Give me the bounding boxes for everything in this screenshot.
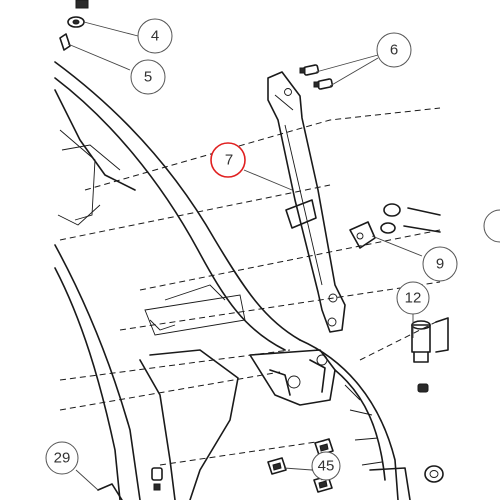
callout-5: 5 [130, 59, 166, 95]
callout-9: 9 [422, 246, 458, 282]
callout-12-label: 12 [405, 290, 422, 307]
callout-45-label: 45 [318, 458, 335, 475]
callout-12: 12 [396, 281, 430, 315]
callout-4-label: 4 [151, 28, 159, 45]
callout-partial-right [483, 209, 500, 243]
lower-engine-mount [249, 339, 411, 500]
callout-6: 6 [376, 32, 412, 68]
callout-7: 7 [210, 142, 246, 178]
part-12-mount [411, 317, 449, 393]
callout-4: 4 [137, 18, 173, 54]
part-29-hardware [97, 465, 444, 500]
callout-6-label: 6 [390, 42, 398, 59]
callout-7-label: 7 [225, 152, 233, 169]
callout-45: 45 [311, 451, 341, 481]
frame-main-tube [54, 61, 301, 500]
top-hardware [59, 0, 89, 51]
callout-29-label: 29 [54, 450, 71, 467]
callout-9-label: 9 [436, 256, 444, 273]
part-9-bracket [349, 203, 441, 249]
part-45-plates [267, 438, 334, 493]
assembly-guide-lines [59, 107, 441, 466]
callout-5-label: 5 [144, 69, 152, 86]
leader-lines [67, 21, 423, 491]
part-6-bolts [299, 64, 334, 90]
callout-29: 29 [45, 441, 79, 475]
part-7-strut [267, 71, 346, 333]
